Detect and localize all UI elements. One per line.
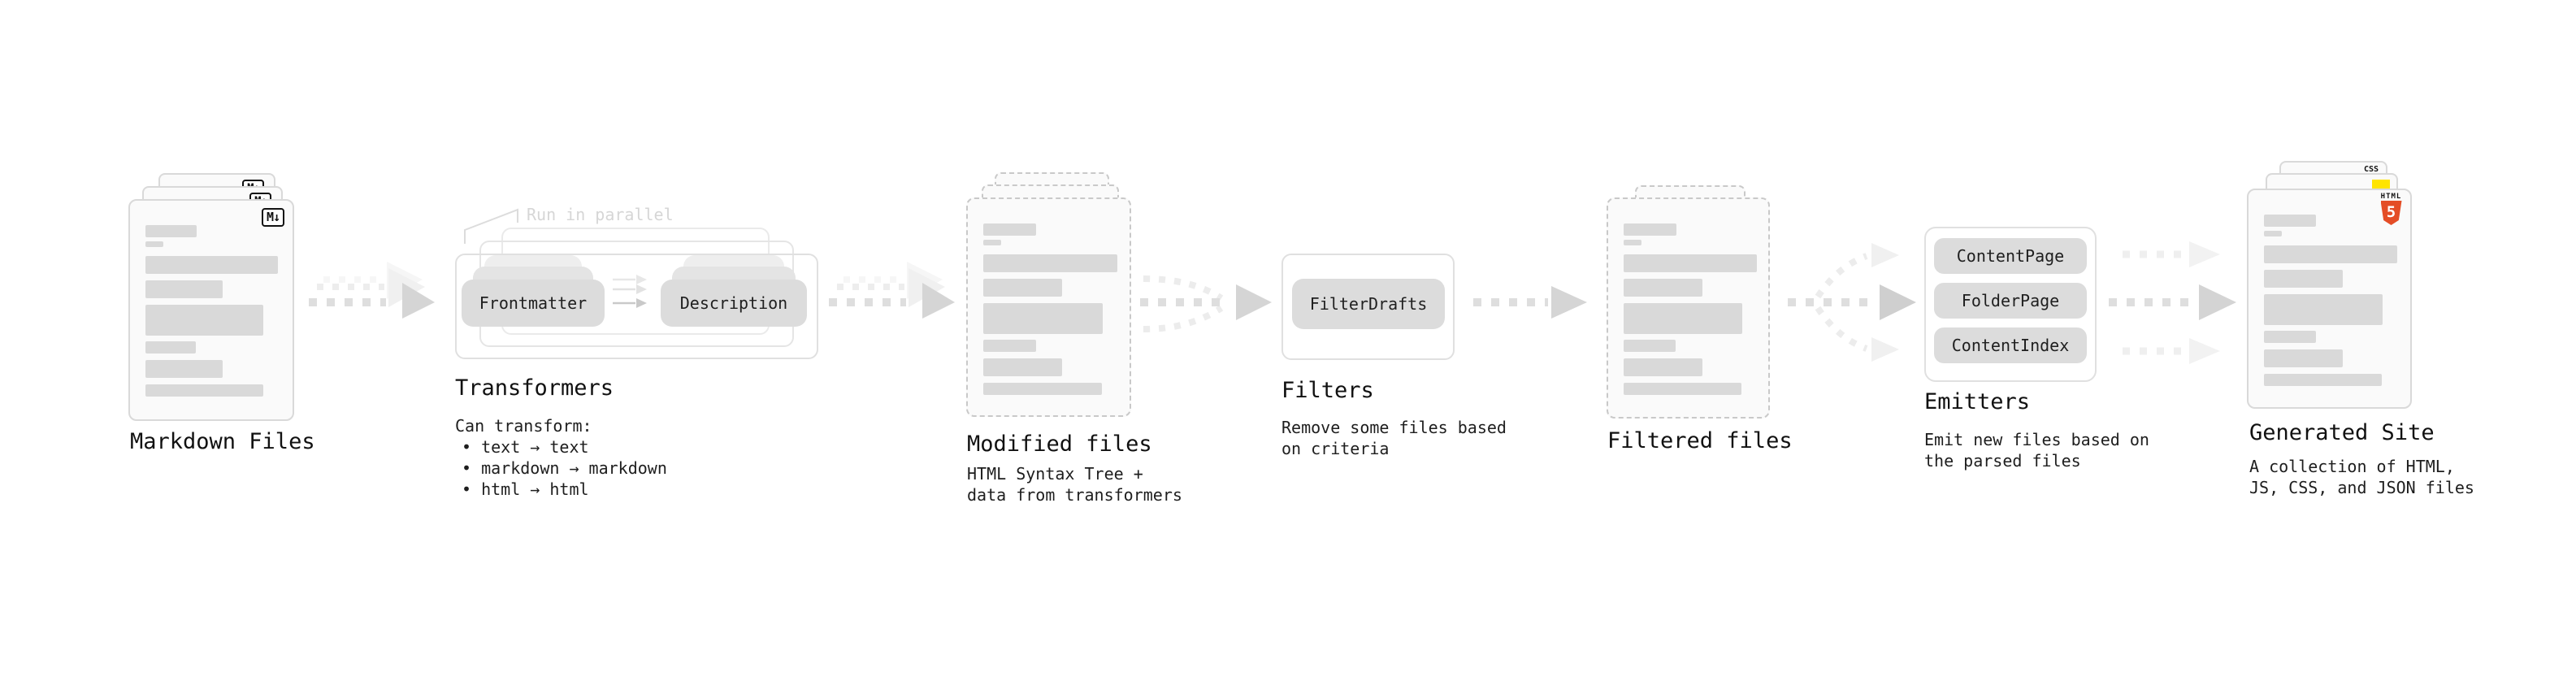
skeleton-bar bbox=[145, 384, 263, 397]
generated-site-label: Generated Site bbox=[2249, 420, 2435, 445]
emitters-desc: Emit new files based on the parsed files bbox=[1924, 430, 2149, 471]
transformers-bullet: • html → html bbox=[462, 479, 589, 499]
emitters-label: Emitters bbox=[1924, 389, 2031, 414]
skeleton-bar bbox=[983, 279, 1062, 297]
markdown-file-card: M↓ bbox=[128, 199, 294, 421]
emitter-pill-folderpage: FolderPage bbox=[1934, 283, 2087, 319]
flow-arrow-emitters-to-generated bbox=[2109, 241, 2236, 364]
skeleton-bar bbox=[2264, 270, 2343, 288]
skeleton-bar bbox=[983, 340, 1036, 352]
generated-site-desc: A collection of HTML, JS, CSS, and JSON … bbox=[2249, 457, 2474, 497]
flow-arrow-transformers-to-modified bbox=[829, 262, 955, 319]
skeleton-bar bbox=[145, 280, 223, 298]
skeleton-bar bbox=[983, 358, 1062, 376]
transformers-desc: Can transform: bbox=[455, 416, 592, 436]
filtered-files-label: Filtered files bbox=[1607, 428, 1793, 453]
skeleton-bar bbox=[145, 225, 197, 237]
flow-arrow-filters-to-filtered bbox=[1473, 286, 1587, 319]
skeleton-bar bbox=[145, 241, 163, 247]
html5-wordmark: HTML bbox=[2380, 193, 2402, 201]
markdown-icon: M↓ bbox=[261, 208, 284, 227]
skeleton-bar bbox=[1624, 340, 1676, 352]
skeleton-bar bbox=[145, 341, 196, 354]
emitter-pill-contentpage: ContentPage bbox=[1934, 238, 2087, 274]
skeleton-bar bbox=[1624, 383, 1741, 395]
transformer-pill-frontmatter: Frontmatter bbox=[462, 280, 605, 327]
skeleton-bar bbox=[1624, 358, 1702, 376]
skeleton-bar bbox=[983, 223, 1036, 236]
flow-arrow-filtered-to-emitters bbox=[1788, 243, 1916, 362]
modified-file-card bbox=[966, 197, 1131, 417]
modified-files-desc: HTML Syntax Tree + data from transformer… bbox=[967, 464, 1182, 505]
skeleton-bar bbox=[1624, 279, 1702, 297]
transformer-frame bbox=[455, 254, 818, 359]
skeleton-bar bbox=[1624, 223, 1676, 236]
filters-desc: Remove some files based on criteria bbox=[1281, 418, 1507, 458]
markdown-files-label: Markdown Files bbox=[130, 429, 315, 454]
skeleton-bar bbox=[1624, 254, 1757, 272]
skeleton-bar bbox=[2264, 331, 2316, 343]
skeleton-bar bbox=[145, 360, 223, 378]
modified-files-label: Modified files bbox=[967, 432, 1152, 457]
skeleton-bar bbox=[2264, 349, 2343, 367]
parallel-arrows-icon bbox=[613, 275, 647, 308]
filtered-file-card bbox=[1607, 197, 1770, 419]
skeleton-bar bbox=[2264, 231, 2282, 236]
js-icon bbox=[2372, 180, 2390, 189]
skeleton-bar bbox=[145, 256, 278, 274]
skeleton-bar bbox=[983, 240, 1001, 245]
skeleton-bar bbox=[1624, 240, 1641, 245]
flow-arrow-markdown-to-transformers bbox=[309, 262, 435, 319]
transformer-pill-description: Description bbox=[661, 280, 807, 327]
transformers-label: Transformers bbox=[455, 375, 614, 401]
generated-file-card-html: HTML 5 bbox=[2247, 189, 2412, 409]
filters-label: Filters bbox=[1281, 378, 1374, 403]
skeleton-bar bbox=[2264, 374, 2382, 386]
html5-shield: 5 bbox=[2380, 201, 2402, 225]
transformers-bullet: • markdown → markdown bbox=[462, 458, 667, 478]
filter-pill-filterdrafts: FilterDrafts bbox=[1292, 279, 1445, 329]
skeleton-bar bbox=[983, 303, 1103, 334]
html5-icon: HTML 5 bbox=[2380, 193, 2402, 225]
flow-arrow-modified-to-filters bbox=[1140, 275, 1272, 332]
skeleton-bar bbox=[2264, 294, 2383, 325]
run-in-parallel-annotation: Run in parallel bbox=[527, 205, 674, 224]
skeleton-bar bbox=[983, 383, 1102, 395]
skeleton-bar bbox=[1624, 303, 1742, 334]
skeleton-bar bbox=[145, 305, 263, 336]
skeleton-bar bbox=[2264, 245, 2397, 263]
run-in-parallel-callout-line bbox=[464, 208, 518, 244]
skeleton-bar bbox=[983, 254, 1117, 272]
emitter-pill-contentindex: ContentIndex bbox=[1934, 327, 2087, 363]
skeleton-bar bbox=[2264, 215, 2316, 227]
transformers-bullet: • text → text bbox=[462, 437, 589, 457]
